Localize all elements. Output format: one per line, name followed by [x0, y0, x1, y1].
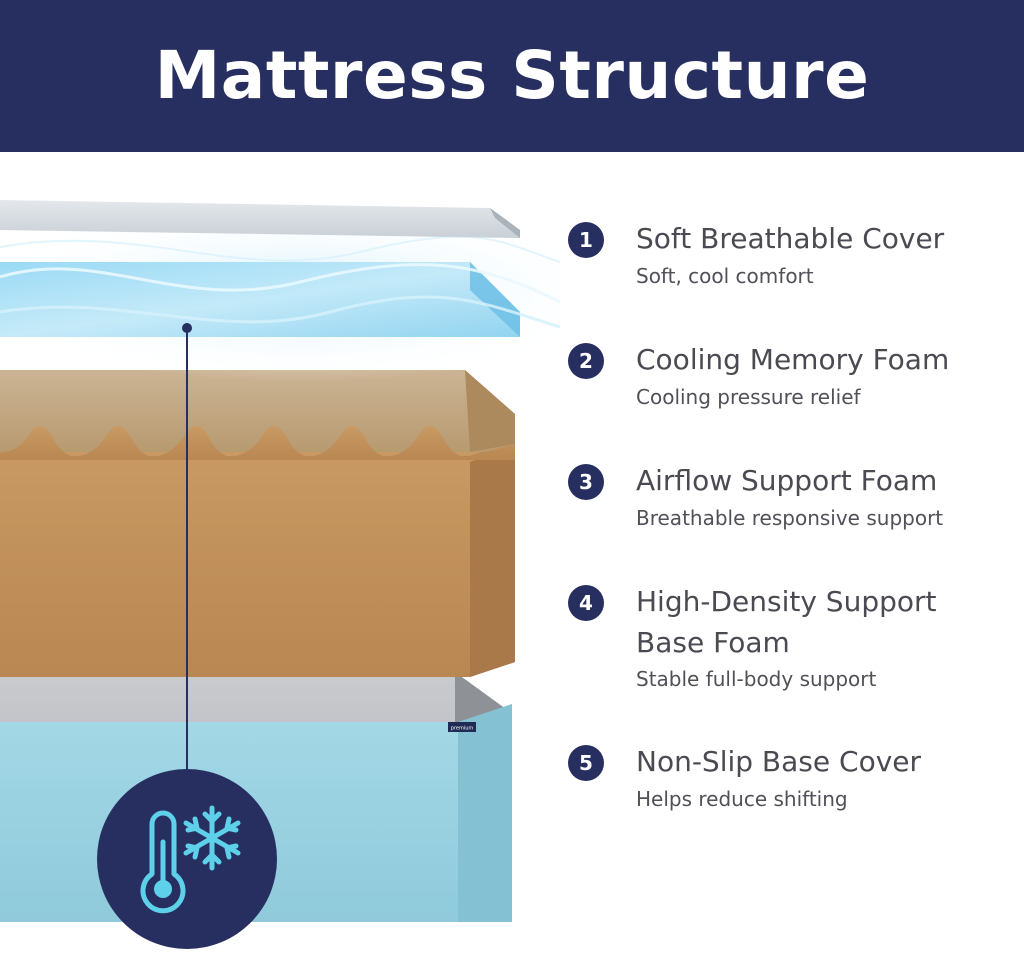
feature-title: High-Density Support — [636, 585, 937, 618]
feature-number-badge: 4 — [568, 585, 604, 621]
feature-title: Airflow Support Foam — [636, 464, 938, 497]
feature-subtitle: Soft, cool comfort — [636, 264, 814, 288]
feature-title: Non-Slip Base Cover — [636, 745, 922, 778]
cooling-badge — [97, 769, 277, 949]
feature-number-badge: 3 — [568, 464, 604, 500]
page-title: Mattress Structure — [154, 37, 870, 114]
brand-tag — [448, 722, 476, 732]
cooling-gel-layer — [0, 235, 560, 337]
brand-label: premium — [451, 726, 474, 732]
feature-subtitle: Breathable responsive support — [636, 506, 944, 530]
mattress-illustration: premium — [0, 200, 560, 949]
leader-dot — [182, 323, 192, 333]
feature-list: 1 Soft Breathable Cover Soft, cool comfo… — [568, 0, 1018, 973]
feature-title: Soft Breathable Cover — [636, 222, 945, 255]
thermometer-snowflake-icon — [140, 805, 241, 914]
feature-number-badge: 1 — [568, 222, 604, 258]
feature-title: Cooling Memory Foam — [636, 343, 950, 376]
feature-number-badge: 2 — [568, 343, 604, 379]
airflow-support-foam-layer — [0, 444, 515, 677]
feature-number-badge: 5 — [568, 745, 604, 781]
feature-title-line2: Base Foam — [636, 626, 790, 659]
header-banner: Mattress Structure — [0, 0, 1024, 152]
feature-subtitle: Cooling pressure relief — [636, 385, 861, 409]
cooling-memory-foam-layer — [0, 370, 515, 460]
soft-breathable-cover-layer — [0, 200, 520, 238]
feature-subtitle: Stable full-body support — [636, 667, 877, 691]
feature-subtitle: Helps reduce shifting — [636, 787, 848, 811]
